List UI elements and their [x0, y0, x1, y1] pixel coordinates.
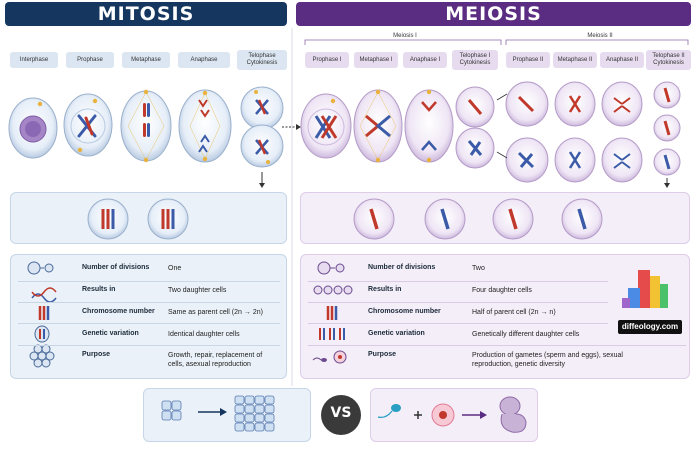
- prophase-i-cell: [300, 93, 352, 159]
- stage-telophase: Telophase Cytokinesis: [237, 50, 287, 70]
- large-cell-grid-icon: [234, 395, 275, 432]
- meiosis-row-value: Two: [472, 265, 485, 272]
- anaphase-ii-cells: [601, 81, 643, 183]
- varied-chromosome-icon: [319, 328, 345, 340]
- mitosis-row-label: Genetic variation: [82, 330, 139, 337]
- meiosis-row-label: Purpose: [368, 351, 397, 358]
- interphase-cell: [8, 97, 58, 159]
- meiosis-table: [300, 254, 690, 379]
- stage-metaphase-ii: Metaphase II: [553, 52, 597, 68]
- two-cells-icon: [27, 261, 54, 275]
- prophase-ii-cells: [505, 81, 549, 183]
- stage-anaphase-ii: Anaphase II: [600, 52, 644, 68]
- chromosome-icon: [38, 306, 50, 320]
- fetus-icon: [499, 396, 527, 433]
- meiosis-row-label: Number of divisions: [368, 264, 436, 271]
- meiosis-row-value: Production of gametes (sperm and eggs), …: [472, 352, 623, 368]
- chromosome-icon: [326, 306, 338, 320]
- meiosis-i-label: Meiosis I: [360, 33, 450, 39]
- daughter-cells-illustration: [87, 198, 603, 240]
- plus-icon: [414, 411, 422, 419]
- vs-label: VS: [330, 405, 352, 421]
- mitosis-row-value: One: [168, 265, 182, 272]
- bottom-illustration: [161, 395, 527, 435]
- stage-interphase: Interphase: [10, 52, 58, 68]
- two-cells-icon: [317, 261, 345, 275]
- stage-metaphase: Metaphase: [122, 52, 170, 68]
- identical-chromosome-icon: [34, 325, 50, 343]
- sperm-egg-icon: [312, 350, 347, 364]
- stage-prophase-i: Prophase I: [305, 52, 349, 68]
- telophase-cell: [240, 86, 284, 168]
- mitosis-title: MITOSIS: [5, 2, 287, 26]
- stage-metaphase-i: Metaphase I: [354, 52, 398, 68]
- meiosis-row-label: Genetic variation: [368, 330, 425, 337]
- sperm-icon: [377, 404, 401, 418]
- meiosis-i-bracket: [304, 39, 502, 45]
- egg-icon: [431, 403, 455, 427]
- mitosis-row-label: Number of divisions: [82, 264, 150, 271]
- telophase-i-cell: [455, 86, 495, 169]
- four-cells-icon: [313, 285, 353, 295]
- meiosis-row-value: Half of parent cell (2n → n): [472, 309, 556, 316]
- anaphase-cell: [178, 89, 232, 163]
- anaphase-i-cell: [404, 89, 454, 163]
- meiosis-row-label: Chromosome number: [368, 308, 441, 315]
- brand-badge: diffeology.com: [618, 320, 682, 334]
- small-cell-grid-icon: [161, 400, 182, 421]
- stage-telophase-ii: Telophase II Cytokinesis: [646, 50, 691, 70]
- mitosis-row-label: Purpose: [82, 351, 111, 358]
- mitosis-row-value: Same as parent cell (2n → 2n): [168, 309, 263, 316]
- stage-telophase-i: Telophase I Cytokinesis: [452, 50, 498, 70]
- meiosis-ii-bracket: [505, 39, 689, 45]
- meiosis-row-value: Genetically different daughter cells: [472, 331, 580, 338]
- mitosis-table: [10, 254, 287, 379]
- mitosis-row-value: Two daughter cells: [168, 287, 227, 294]
- stage-prophase-ii: Prophase II: [506, 52, 550, 68]
- stage-prophase: Prophase: [66, 52, 114, 68]
- mitosis-row-label: Chromosome number: [82, 308, 155, 315]
- metaphase-cell: [120, 89, 172, 163]
- meiosis-ii-label: Meiosis II: [555, 33, 645, 39]
- mitosis-row-label: Results in: [82, 286, 116, 293]
- stage-anaphase: Anaphase: [178, 52, 230, 68]
- table-icons: [27, 261, 668, 368]
- meiosis-row-value: Four daughter cells: [472, 287, 532, 294]
- prophase-cell: [63, 93, 113, 157]
- meiosis-title: MEIOSIS: [296, 2, 691, 26]
- brand-logo-icon: [622, 270, 668, 308]
- metaphase-i-cell: [353, 89, 403, 163]
- metaphase-ii-cells: [554, 81, 596, 183]
- dna-icon: [31, 287, 57, 303]
- telophase-ii-cells: [653, 81, 681, 176]
- mitosis-row-value: Growth, repair, replacement of cells, as…: [168, 352, 263, 368]
- stage-anaphase-i: Anaphase I: [403, 52, 447, 68]
- meiosis-row-label: Results in: [368, 286, 402, 293]
- cell-cluster-icon: [29, 344, 55, 368]
- mitosis-row-value: Identical daughter cells: [168, 331, 240, 338]
- cell-division-illustration: [8, 28, 681, 386]
